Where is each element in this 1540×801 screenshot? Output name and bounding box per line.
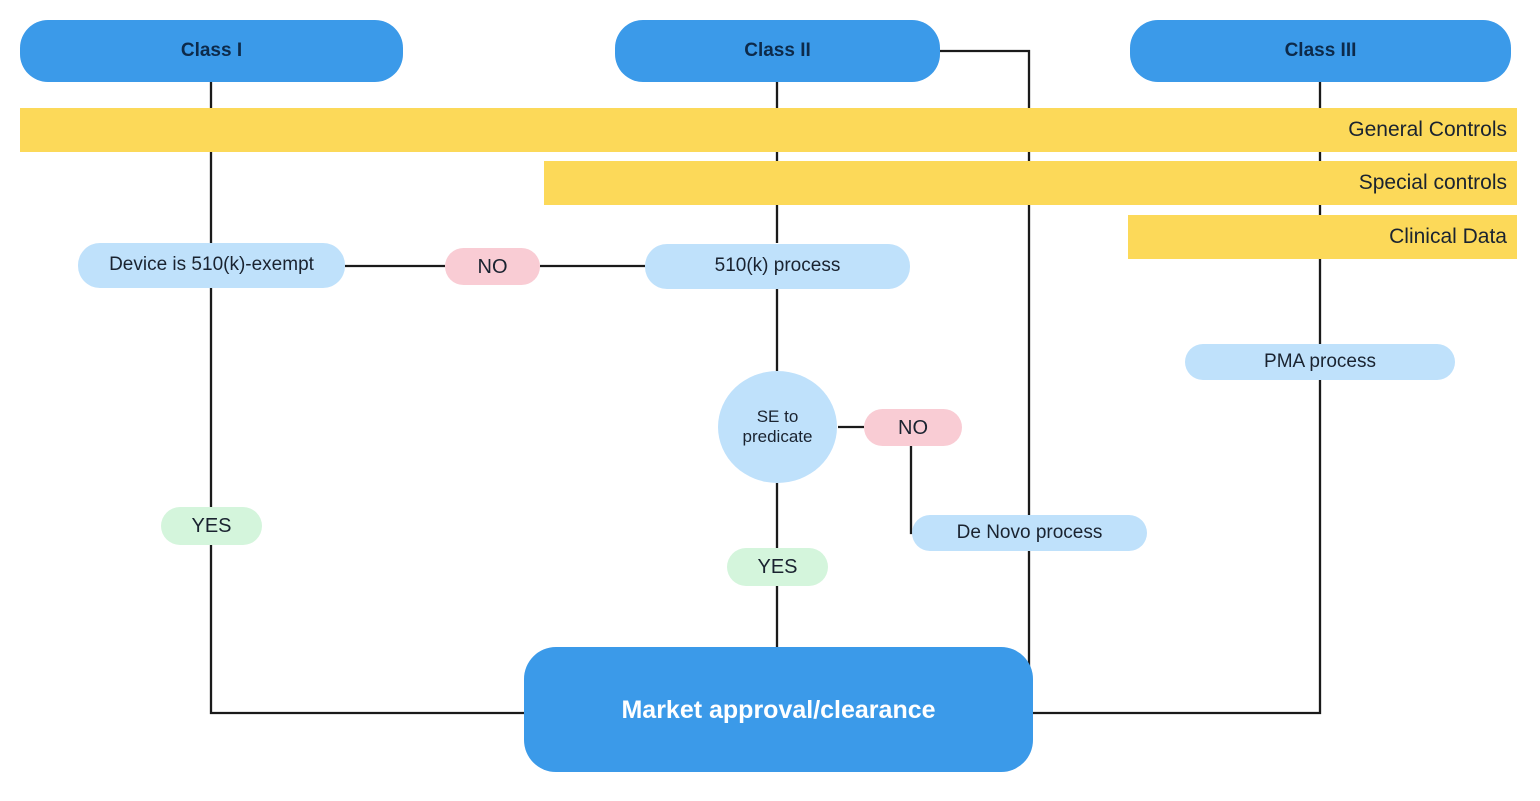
edge-label-text: YES [757,556,798,578]
edge-label-text: NO [477,255,508,278]
edge-yes-to-market [209,545,524,715]
edge-label-text: NO [898,416,928,439]
class-box-class-iii[interactable]: Class III [1130,20,1511,82]
control-bar-label: Clinical Data [1389,225,1507,248]
process-node-label: 510(k) process [714,255,841,277]
process-node-device-exempt[interactable]: Device is 510(k)-exempt [78,243,345,288]
class-box-label: Class III [1284,39,1357,61]
process-node-label: De Novo process [956,521,1103,543]
process-node-de-novo-process[interactable]: De Novo process [912,515,1147,551]
class-box-label: Class II [744,39,811,61]
class-box-class-i[interactable]: Class I [20,20,403,82]
edge-pma-to-market [1033,379,1322,715]
decision-node-label: SE to predicate [742,406,813,446]
control-bar-clinical-data: Clinical Data [1128,215,1517,259]
class-box-label: Class I [180,39,243,61]
edge-label-yes-class1: YES [161,507,262,545]
control-bar-label: General Controls [1348,118,1507,141]
process-node-label: PMA process [1264,350,1376,372]
edge-label-yes-se: YES [727,548,828,586]
decision-node-se-to-predicate[interactable]: SE to predicate [718,371,837,483]
control-bar-label: Special controls [1358,171,1507,194]
class-box-class-ii[interactable]: Class II [615,20,940,82]
process-node-label: Device is 510(k)-exempt [109,254,314,276]
process-node-pma-process[interactable]: PMA process [1185,344,1455,380]
control-bar-general-controls: General Controls [20,108,1517,152]
edge-label-no-exempt: NO [445,248,540,285]
control-bar-special-controls: Special controls [544,161,1517,205]
process-node-510k-process[interactable]: 510(k) process [645,244,910,289]
terminal-node-label: Market approval/clearance [621,695,936,724]
edge-label-text: YES [191,515,232,537]
terminal-node-market-approval[interactable]: Market approval/clearance [524,647,1033,772]
edge-label-no-se: NO [864,409,962,446]
